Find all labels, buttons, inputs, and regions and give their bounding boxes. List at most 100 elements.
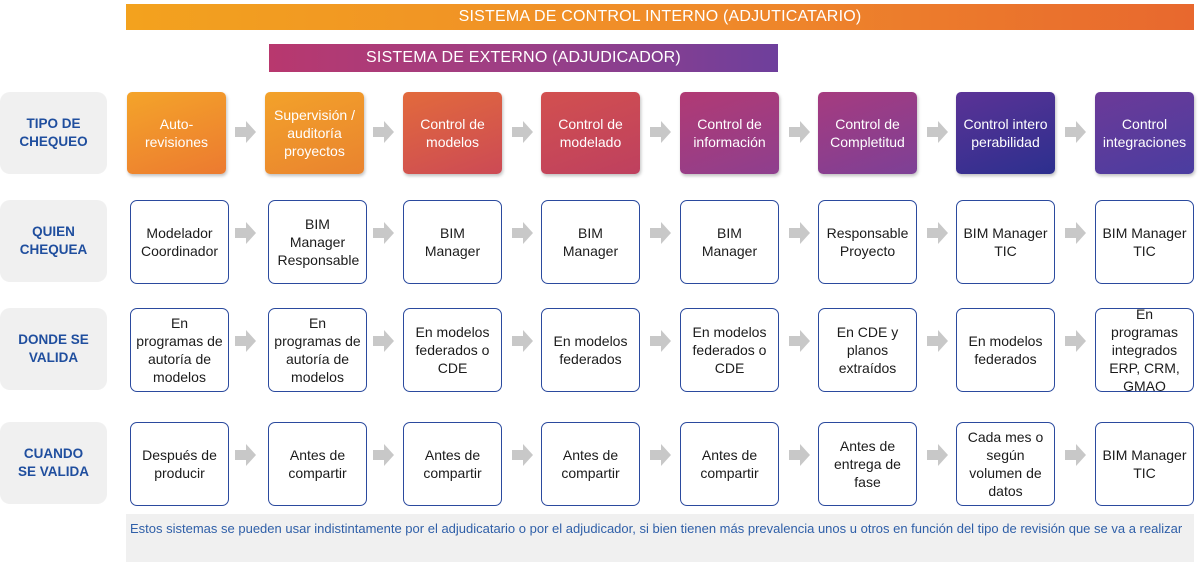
footnote: Estos sistemas se pueden usar indistinta…: [126, 514, 1194, 562]
where-validated-cell: En modelos federados: [541, 308, 640, 392]
check-type-label: Control de información: [693, 116, 766, 150]
flow-arrow-icon: [235, 121, 256, 143]
check-type-control-informacion: Control de información: [680, 92, 779, 174]
flow-arrow-icon: [927, 222, 948, 244]
when-validated-cell: Cada mes o según volumen de datos: [956, 422, 1055, 506]
who-checks-cell: BIM Manager TIC: [956, 200, 1055, 284]
who-checks-cell: BIM Manager: [403, 200, 502, 284]
row-label-donde-se-valida: DONDE SE VALIDA: [0, 308, 107, 390]
check-type-supervision: Supervisión / auditoría proyectos: [265, 92, 364, 174]
check-type-auto-revisiones: Auto-revisiones: [127, 92, 226, 174]
flow-arrow-icon: [789, 444, 810, 466]
where-validated-cell: En programas integrados ERP, CRM, GMAO: [1095, 306, 1194, 394]
internal-control-banner: SISTEMA DE CONTROL INTERNO (ADJUTICATARI…: [126, 4, 1194, 30]
flow-arrow-icon: [373, 330, 394, 352]
flow-arrow-icon: [373, 121, 394, 143]
check-type-label: Control integraciones: [1102, 116, 1187, 150]
footnote-text: Estos sistemas se pueden usar indistinta…: [130, 521, 1183, 536]
who-checks-text: Responsable Proyecto: [826, 225, 909, 259]
who-checks-cell: Modelador Coordinador: [130, 200, 229, 284]
when-validated-text: Antes de compartir: [561, 447, 620, 481]
who-checks-text: BIM Manager: [562, 225, 619, 259]
where-validated-cell: En modelos federados: [956, 308, 1055, 392]
flow-arrow-icon: [927, 444, 948, 466]
flow-arrow-icon: [512, 330, 533, 352]
row-label-text: CUANDO SE VALIDA: [17, 446, 89, 479]
flow-arrow-icon: [927, 330, 948, 352]
where-validated-text: En modelos federados o CDE: [692, 324, 767, 376]
who-checks-text: BIM Manager TIC: [963, 225, 1048, 259]
where-validated-cell: En programas de autoría de modelos: [130, 308, 229, 392]
flow-arrow-icon: [373, 444, 394, 466]
when-validated-cell: Antes de compartir: [541, 422, 640, 506]
check-type-label: Control interoperabilidad: [963, 116, 1048, 150]
where-validated-text: En programas de autoría de modelos: [274, 315, 361, 385]
flow-arrow-icon: [512, 444, 533, 466]
who-checks-cell: BIM Manager: [680, 200, 779, 284]
where-validated-cell: En modelos federados o CDE: [680, 308, 779, 392]
flow-arrow-icon: [235, 444, 256, 466]
flow-arrow-icon: [789, 121, 810, 143]
flow-arrow-icon: [1065, 121, 1086, 143]
flow-arrow-icon: [373, 222, 394, 244]
where-validated-cell: En CDE y planos extraídos: [818, 308, 917, 392]
check-type-control-modelado: Control de modelado: [541, 92, 640, 174]
row-label-text: QUIEN CHEQUEA: [19, 224, 88, 257]
flow-arrow-icon: [1065, 444, 1086, 466]
when-validated-text: Después de producir: [142, 447, 217, 481]
flow-arrow-icon: [1065, 222, 1086, 244]
check-type-control-integraciones: Control integraciones: [1095, 92, 1194, 174]
check-type-control-interoperabilidad: Control interoperabilidad: [956, 92, 1055, 174]
when-validated-text: Antes de compartir: [700, 447, 759, 481]
flow-arrow-icon: [650, 444, 671, 466]
where-validated-text: En programas de autoría de modelos: [136, 315, 223, 385]
flow-arrow-icon: [235, 330, 256, 352]
check-type-label: Supervisión / auditoría proyectos: [274, 107, 355, 159]
when-validated-cell: Antes de compartir: [403, 422, 502, 506]
who-checks-cell: Responsable Proyecto: [818, 200, 917, 284]
who-checks-text: BIM Manager: [424, 225, 481, 259]
flow-arrow-icon: [789, 222, 810, 244]
when-validated-text: Antes de compartir: [423, 447, 482, 481]
who-checks-text: Modelador Coordinador: [140, 225, 219, 259]
where-validated-text: En modelos federados: [553, 333, 628, 367]
external-control-banner: SISTEMA DE EXTERNO (ADJUDICADOR): [269, 44, 778, 72]
when-validated-cell: Antes de compartir: [680, 422, 779, 506]
when-validated-text: Cada mes o según volumen de datos: [967, 429, 1044, 499]
where-validated-cell: En programas de autoría de modelos: [268, 308, 367, 392]
when-validated-cell: Antes de compartir: [268, 422, 367, 506]
check-type-label: Control de Completitud: [830, 116, 905, 150]
check-type-label: Auto-revisiones: [144, 116, 209, 150]
flow-arrow-icon: [789, 330, 810, 352]
who-checks-text: BIM Manager TIC: [1102, 225, 1187, 259]
where-validated-text: En CDE y planos extraídos: [836, 324, 899, 376]
when-validated-cell: BIM Manager TIC: [1095, 422, 1194, 506]
when-validated-cell: Antes de entrega de fase: [818, 422, 917, 506]
row-label-text: DONDE SE VALIDA: [18, 332, 89, 365]
where-validated-text: En programas integrados ERP, CRM, GMAO: [1109, 306, 1180, 394]
when-validated-text: BIM Manager TIC: [1102, 447, 1187, 481]
check-type-label: Control de modelado: [558, 116, 623, 150]
flow-arrow-icon: [650, 222, 671, 244]
flow-arrow-icon: [512, 121, 533, 143]
internal-control-banner-label: SISTEMA DE CONTROL INTERNO (ADJUTICATARI…: [458, 8, 862, 25]
where-validated-text: En modelos federados: [968, 333, 1043, 367]
external-control-banner-label: SISTEMA DE EXTERNO (ADJUDICADOR): [366, 49, 681, 66]
who-checks-text: BIM Manager: [701, 225, 758, 259]
who-checks-cell: BIM Manager TIC: [1095, 200, 1194, 284]
row-label-text: TIPO DE CHEQUEO: [19, 116, 88, 149]
who-checks-cell: BIM Manager: [541, 200, 640, 284]
who-checks-cell: BIM Manager Responsable: [268, 200, 367, 284]
flow-arrow-icon: [927, 121, 948, 143]
where-validated-cell: En modelos federados o CDE: [403, 308, 502, 392]
flow-arrow-icon: [235, 222, 256, 244]
row-label-quien-chequea: QUIEN CHEQUEA: [0, 200, 107, 282]
row-label-cuando-se-valida: CUANDO SE VALIDA: [0, 422, 107, 504]
who-checks-text: BIM Manager Responsable: [277, 216, 360, 268]
check-type-label: Control de modelos: [420, 116, 485, 150]
when-validated-cell: Después de producir: [130, 422, 229, 506]
flow-arrow-icon: [650, 330, 671, 352]
when-validated-text: Antes de entrega de fase: [834, 438, 901, 490]
flow-arrow-icon: [1065, 330, 1086, 352]
flow-arrow-icon: [650, 121, 671, 143]
